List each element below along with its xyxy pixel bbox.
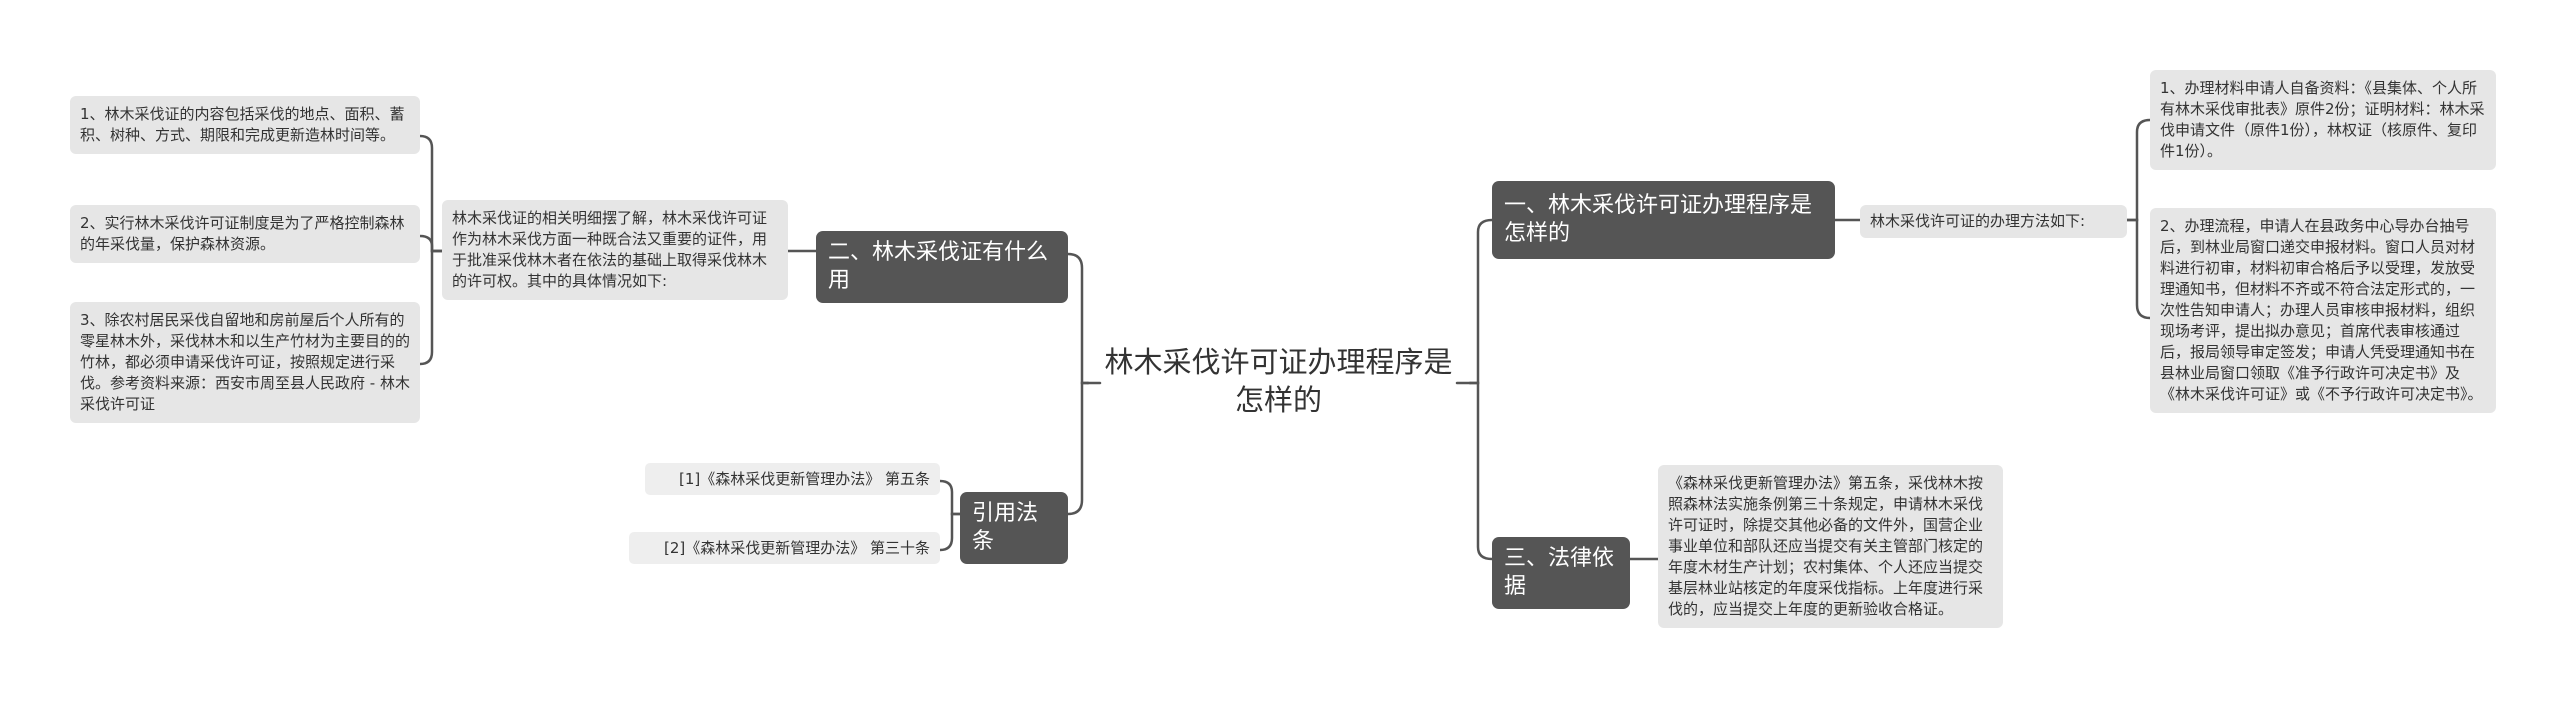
- link-root-b3: [1468, 381, 1494, 561]
- cited-law-2[interactable]: [2]《森林采伐更新管理办法》 第三十条: [629, 532, 940, 564]
- certificate-use-item-2: 2、实行林木采伐许可证制度是为了严格控制森林的年采伐量，保护森林资源。: [70, 205, 420, 263]
- procedure-item-2: 2、办理流程，申请人在县政务中心导办台抽号后，到林业局窗口递交申报材料。窗口人员…: [2150, 208, 2496, 413]
- certificate-use-item-1: 1、林木采伐证的内容包括采伐的地点、面积、蓄积、树种、方式、期限和完成更新造林时…: [70, 96, 420, 154]
- link-b1-leaf1: [2125, 118, 2152, 222]
- procedure-intro: 林木采伐许可证的办理方法如下:: [1860, 205, 2127, 238]
- link-root-b4: [1066, 381, 1090, 516]
- link-b2-leaf1: [418, 134, 444, 253]
- link-b2-leaf2: [418, 234, 444, 253]
- link-b4-ref2: [938, 512, 962, 552]
- root-topic[interactable]: 林木采伐许可证办理程序是怎样的: [1104, 345, 1453, 417]
- certificate-use-item-3: 3、除农村居民采伐自留地和房前屋后个人所有的零星林木外，采伐林木和以生产竹材为主…: [70, 302, 420, 423]
- branch-procedure[interactable]: 一、林木采伐许可证办理程序是怎样的: [1492, 181, 1835, 259]
- branch-cited-laws[interactable]: 引用法条: [960, 492, 1068, 564]
- link-b4-ref1: [938, 479, 962, 516]
- link-b1-leaf2: [2125, 218, 2152, 320]
- cited-law-1[interactable]: [1]《森林采伐更新管理办法》 第五条: [645, 463, 940, 495]
- branch-legal-basis[interactable]: 三、法律依据: [1492, 537, 1630, 609]
- link-root-b2: [1066, 252, 1090, 385]
- procedure-item-1: 1、办理材料申请人自备资料：《县集体、个人所有林木采伐审批表》原件2份；证明材料…: [2150, 70, 2496, 170]
- link-root-b1: [1468, 218, 1494, 385]
- branch-certificate-use[interactable]: 二、林木采伐证有什么用: [816, 231, 1068, 303]
- certificate-use-intro: 林木采伐证的相关明细摆了解，林木采伐许可证作为林木采伐方面一种既合法又重要的证件…: [442, 200, 788, 300]
- link-b2-leaf3: [418, 249, 444, 366]
- legal-basis-item: 《森林采伐更新管理办法》第五条，采伐林木按照森林法实施条例第三十条规定，申请林木…: [1658, 465, 2003, 628]
